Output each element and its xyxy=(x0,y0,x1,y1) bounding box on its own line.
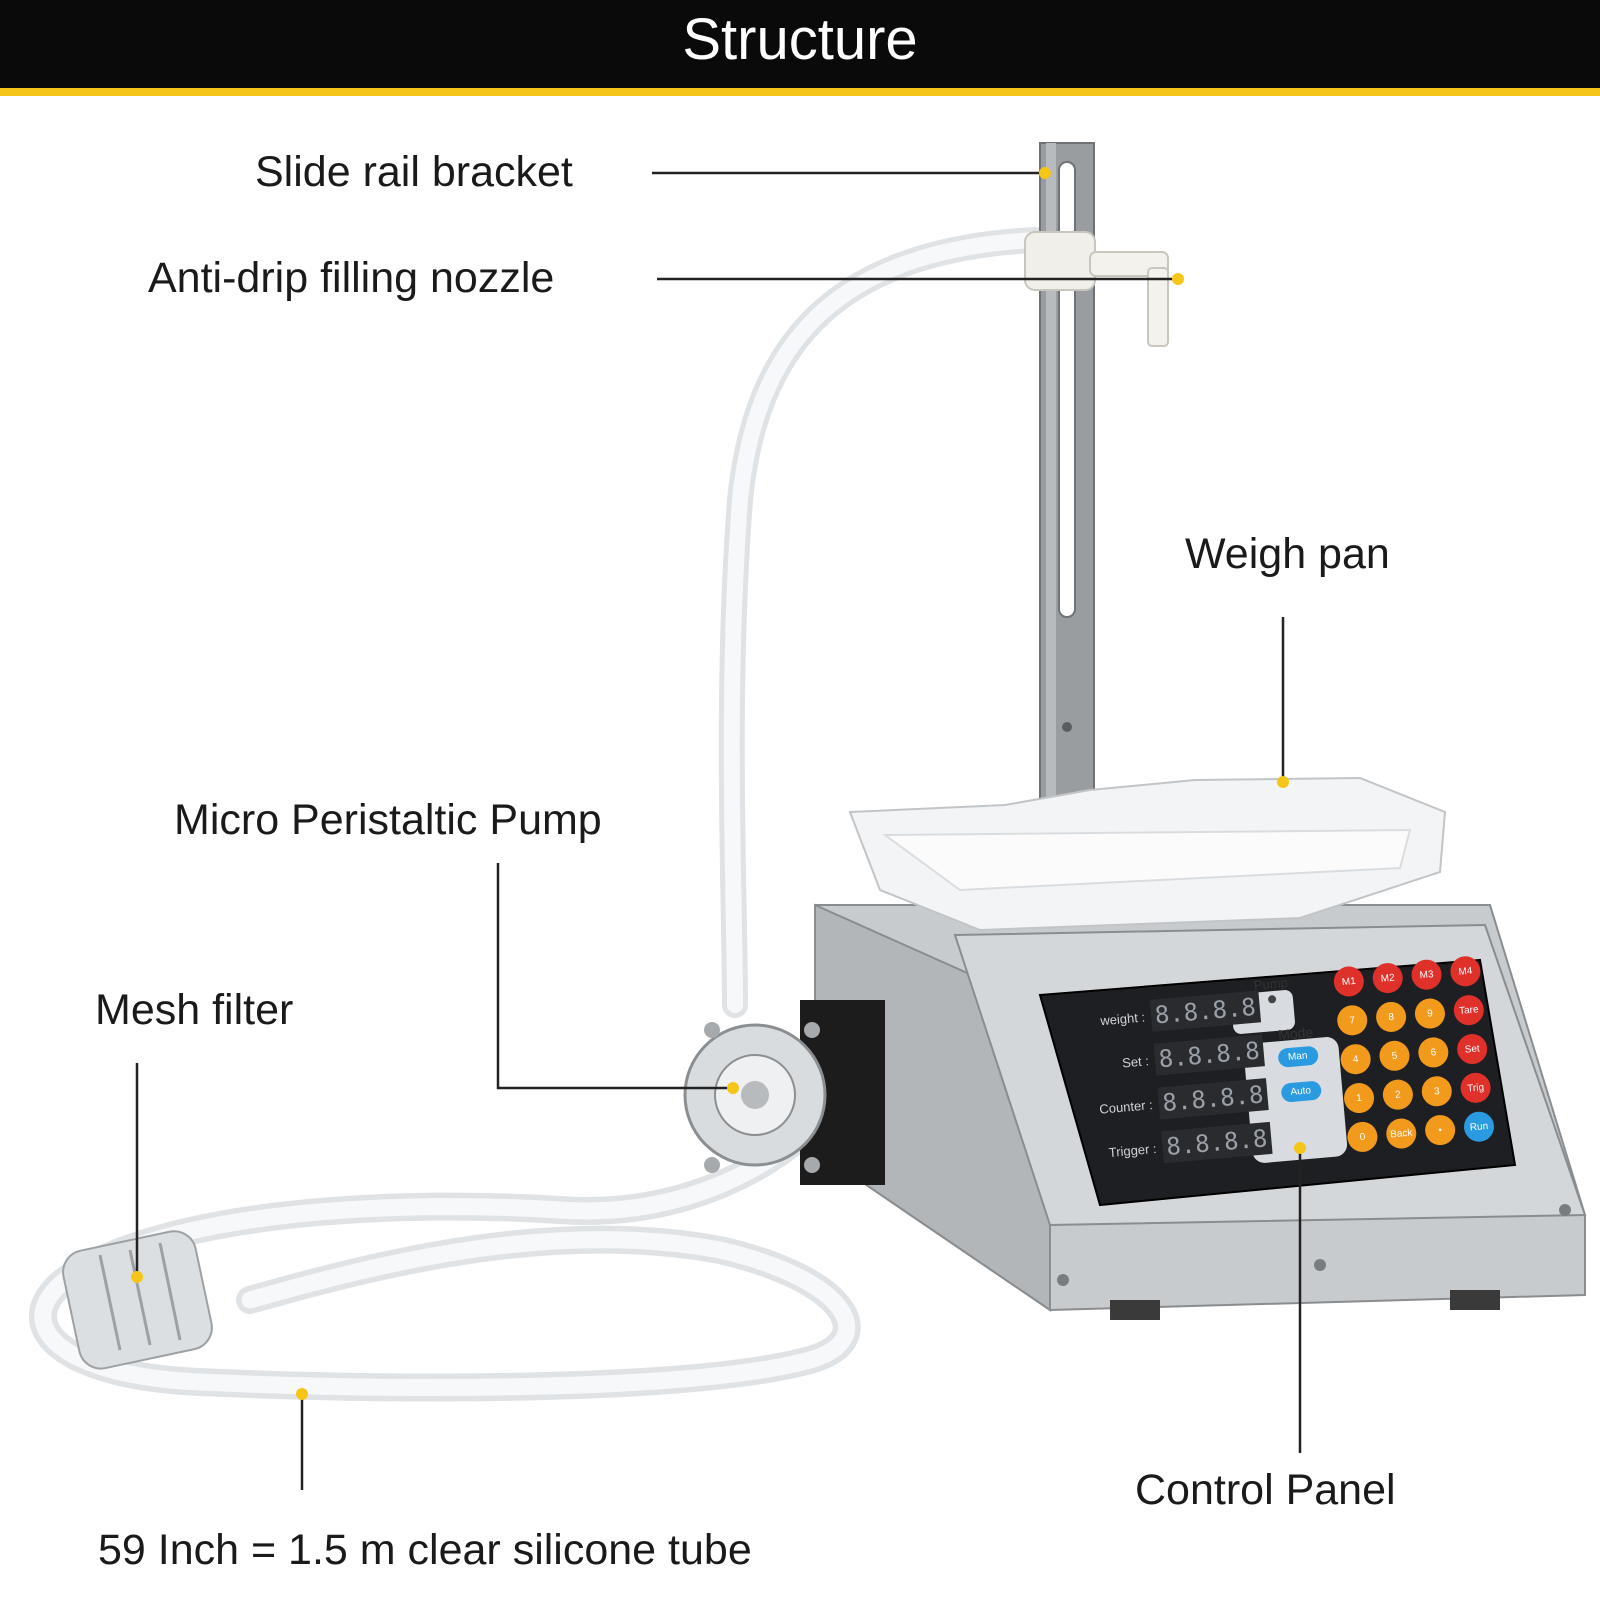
weigh-pan xyxy=(848,776,1447,932)
label-weigh-pan: Weigh pan xyxy=(1185,530,1390,578)
mode-selector: Mode Man Auto xyxy=(1253,1022,1344,1105)
key-number[interactable]: 4 xyxy=(1339,1042,1372,1076)
control-panel-face: weight : 8.8.8.8 Set : 8.8.8.8 Counter :… xyxy=(1045,944,1532,1199)
marker-pump xyxy=(727,1082,739,1094)
marker-nozzle xyxy=(1172,273,1184,285)
key-set[interactable]: Set xyxy=(1455,1032,1489,1066)
anti-drip-nozzle xyxy=(1024,231,1169,347)
segment-display: 8.8.8.8 xyxy=(1153,1034,1265,1076)
silicone-tube xyxy=(28,227,1048,1402)
mesh-filter xyxy=(62,1230,213,1370)
segment-display: 8.8.8.8 xyxy=(1157,1078,1269,1120)
display-label: weight : xyxy=(1099,1008,1146,1028)
mode-option-auto[interactable]: Auto xyxy=(1280,1080,1322,1103)
segment-display: 8.8.8.8 xyxy=(1161,1121,1273,1164)
key-m2[interactable]: M2 xyxy=(1371,961,1404,995)
key-number[interactable]: 8 xyxy=(1374,1000,1408,1034)
key-m4[interactable]: M4 xyxy=(1449,955,1482,988)
key-number[interactable]: Back xyxy=(1385,1117,1418,1150)
header-bar xyxy=(0,0,1600,88)
key-number[interactable]: • xyxy=(1423,1113,1457,1147)
label-silicone-tube: 59 Inch = 1.5 m clear silicone tube xyxy=(98,1526,752,1574)
key-number[interactable]: 3 xyxy=(1420,1075,1454,1108)
key-number[interactable]: 6 xyxy=(1417,1036,1450,1069)
marker-mesh-filter xyxy=(131,1271,143,1283)
mode-option-man[interactable]: Man xyxy=(1276,1045,1319,1068)
display-label: Set : xyxy=(1121,1052,1150,1071)
label-anti-drip-nozzle: Anti-drip filling nozzle xyxy=(148,254,555,302)
key-number[interactable]: 5 xyxy=(1378,1039,1411,1073)
header-accent-stripe xyxy=(0,88,1600,96)
key-trig[interactable]: Trig xyxy=(1459,1071,1492,1105)
key-number[interactable]: 0 xyxy=(1346,1120,1379,1154)
leader-lines xyxy=(135,171,1302,1490)
pump-led-icon xyxy=(1267,994,1277,1004)
key-number[interactable]: 1 xyxy=(1342,1081,1376,1115)
pump-indicator: Pump xyxy=(1241,973,1302,1016)
key-m3[interactable]: M3 xyxy=(1410,958,1443,991)
page-title: Structure xyxy=(682,7,918,72)
key-number[interactable]: 2 xyxy=(1381,1078,1415,1111)
key-m1[interactable]: M1 xyxy=(1332,965,1366,998)
label-mesh-filter: Mesh filter xyxy=(95,986,294,1034)
marker-control-panel xyxy=(1294,1142,1306,1154)
key-number[interactable]: 7 xyxy=(1336,1004,1369,1037)
leader-pump xyxy=(496,863,733,1090)
key-tare[interactable]: Tare xyxy=(1452,993,1486,1027)
display-label: Trigger : xyxy=(1108,1140,1158,1160)
mode-label: Mode xyxy=(1277,1023,1314,1043)
label-slide-rail-bracket: Slide rail bracket xyxy=(255,148,573,196)
key-run[interactable]: Run xyxy=(1462,1110,1496,1143)
marker-weigh-pan xyxy=(1277,776,1289,788)
display-label: Counter : xyxy=(1098,1096,1154,1117)
peristaltic-pump xyxy=(683,1000,885,1185)
label-control-panel: Control Panel xyxy=(1135,1466,1396,1514)
pump-label: Pump xyxy=(1253,974,1289,993)
label-micro-pump: Micro Peristaltic Pump xyxy=(174,796,602,844)
marker-silicone-tube xyxy=(296,1388,308,1400)
key-number[interactable]: 9 xyxy=(1413,997,1447,1030)
marker-dots xyxy=(131,167,1306,1400)
marker-slide-rail xyxy=(1039,167,1051,179)
display-column: weight : 8.8.8.8 Set : 8.8.8.8 Counter :… xyxy=(1059,984,1274,1177)
